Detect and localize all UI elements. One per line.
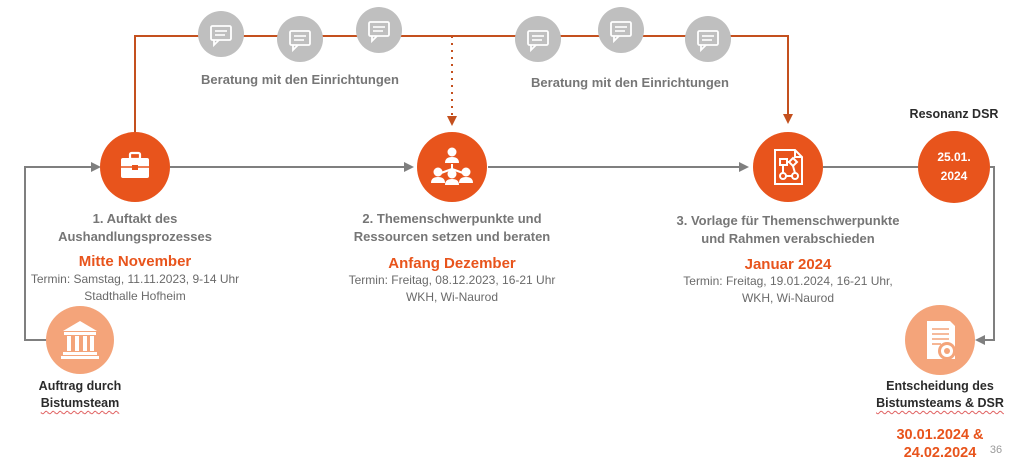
- entscheidung-node: [905, 305, 975, 375]
- consultation-bracket-line: [134, 35, 793, 133]
- step3-detail-line2: WKH, Wi-Naurod: [741, 291, 834, 305]
- entscheidung-line1: Entscheidung des: [886, 379, 994, 393]
- step3-period: Januar 2024: [744, 256, 832, 273]
- certificate-icon: [927, 321, 956, 360]
- step3-details: Termin: Freitag, 19.01.2024, 16-21 Uhr, …: [663, 273, 913, 307]
- step3-detail-line1: Termin: Freitag, 19.01.2024, 16-21 Uhr,: [683, 274, 893, 288]
- step3-title-line1: 3. Vorlage für Themenschwerpunkte: [676, 213, 900, 228]
- speech-bubble-icon: [685, 16, 731, 62]
- step2-title-line1: 2. Themenschwerpunkte und: [362, 211, 542, 226]
- resonanz-date-line2: 2024: [940, 169, 968, 183]
- step2-period: Anfang Dezember: [388, 255, 516, 272]
- step3-title: 3. Vorlage für Themenschwerpunkte und Ra…: [653, 212, 923, 248]
- page-number: 36: [989, 444, 1003, 456]
- step1-detail-line2: Stadthalle Hofheim: [84, 289, 186, 303]
- step1-title-line2: Aushandlungsprozesses: [58, 229, 212, 244]
- entscheidung-date-line2: 24.02.2024: [903, 445, 977, 461]
- connector-resonanz-entscheidung: [975, 166, 995, 345]
- resonanz-date: 25.01. 2024: [918, 148, 990, 186]
- step2-detail-line2: WKH, Wi-Naurod: [405, 290, 498, 304]
- step1-title-line1: 1. Auftakt des: [92, 211, 178, 226]
- auftrag-line1: Auftrag durch: [38, 379, 122, 393]
- resonanz-label: Resonanz DSR: [909, 107, 999, 121]
- step1-period: Mitte November: [78, 253, 192, 270]
- step3-title-line2: und Rahmen verabschieden: [701, 231, 875, 246]
- auftrag-line2: Bistumsteam: [40, 396, 120, 410]
- consultation-label-left: Beratung mit den Einrichtungen: [201, 72, 399, 87]
- step1-node: [100, 132, 170, 202]
- resonanz-date-line1: 25.01.: [937, 150, 971, 164]
- speech-bubble-icon: [277, 16, 323, 62]
- step2-node: [417, 132, 487, 202]
- entscheidung-dates: 30.01.2024 & 24.02.2024: [870, 426, 1010, 462]
- team-icon: [431, 147, 473, 185]
- step1-detail-line1: Termin: Samstag, 11.11.2023, 9-14 Uhr: [30, 272, 240, 286]
- resonanz-date-node: [918, 131, 990, 203]
- step2-title: 2. Themenschwerpunkte und Ressourcen set…: [332, 210, 572, 246]
- step2-title-line2: Ressourcen setzen und beraten: [353, 229, 551, 244]
- step1-title: 1. Auftakt des Aushandlungsprozesses: [35, 210, 235, 246]
- step2-detail-line1: Termin: Freitag, 08.12.2023, 16-21 Uhr: [348, 273, 556, 287]
- consultation-label-right: Beratung mit den Einrichtungen: [531, 75, 729, 90]
- auftrag-node: [46, 306, 114, 374]
- step1-details: Termin: Samstag, 11.11.2023, 9-14 Uhr St…: [15, 271, 255, 305]
- speech-bubble-icon: [515, 16, 561, 62]
- speech-bubble-icon: [356, 7, 402, 53]
- step2-details: Termin: Freitag, 08.12.2023, 16-21 Uhr W…: [322, 272, 582, 306]
- step3-node: [753, 132, 823, 202]
- start-connector: [24, 162, 101, 341]
- flowchart-document-icon: [774, 149, 803, 185]
- entscheidung-label: Entscheidung des Bistumsteams & DSR: [860, 378, 1020, 412]
- entscheidung-date-line1: 30.01.2024 &: [896, 427, 984, 443]
- entscheidung-line2: Bistumsteams & DSR: [876, 396, 1004, 410]
- speech-bubble-icon: [598, 7, 644, 53]
- auftrag-label: Auftrag durch Bistumsteam: [18, 378, 142, 412]
- speech-bubble-icon: [198, 11, 244, 57]
- institution-icon: [61, 321, 99, 359]
- briefcase-icon: [121, 151, 149, 178]
